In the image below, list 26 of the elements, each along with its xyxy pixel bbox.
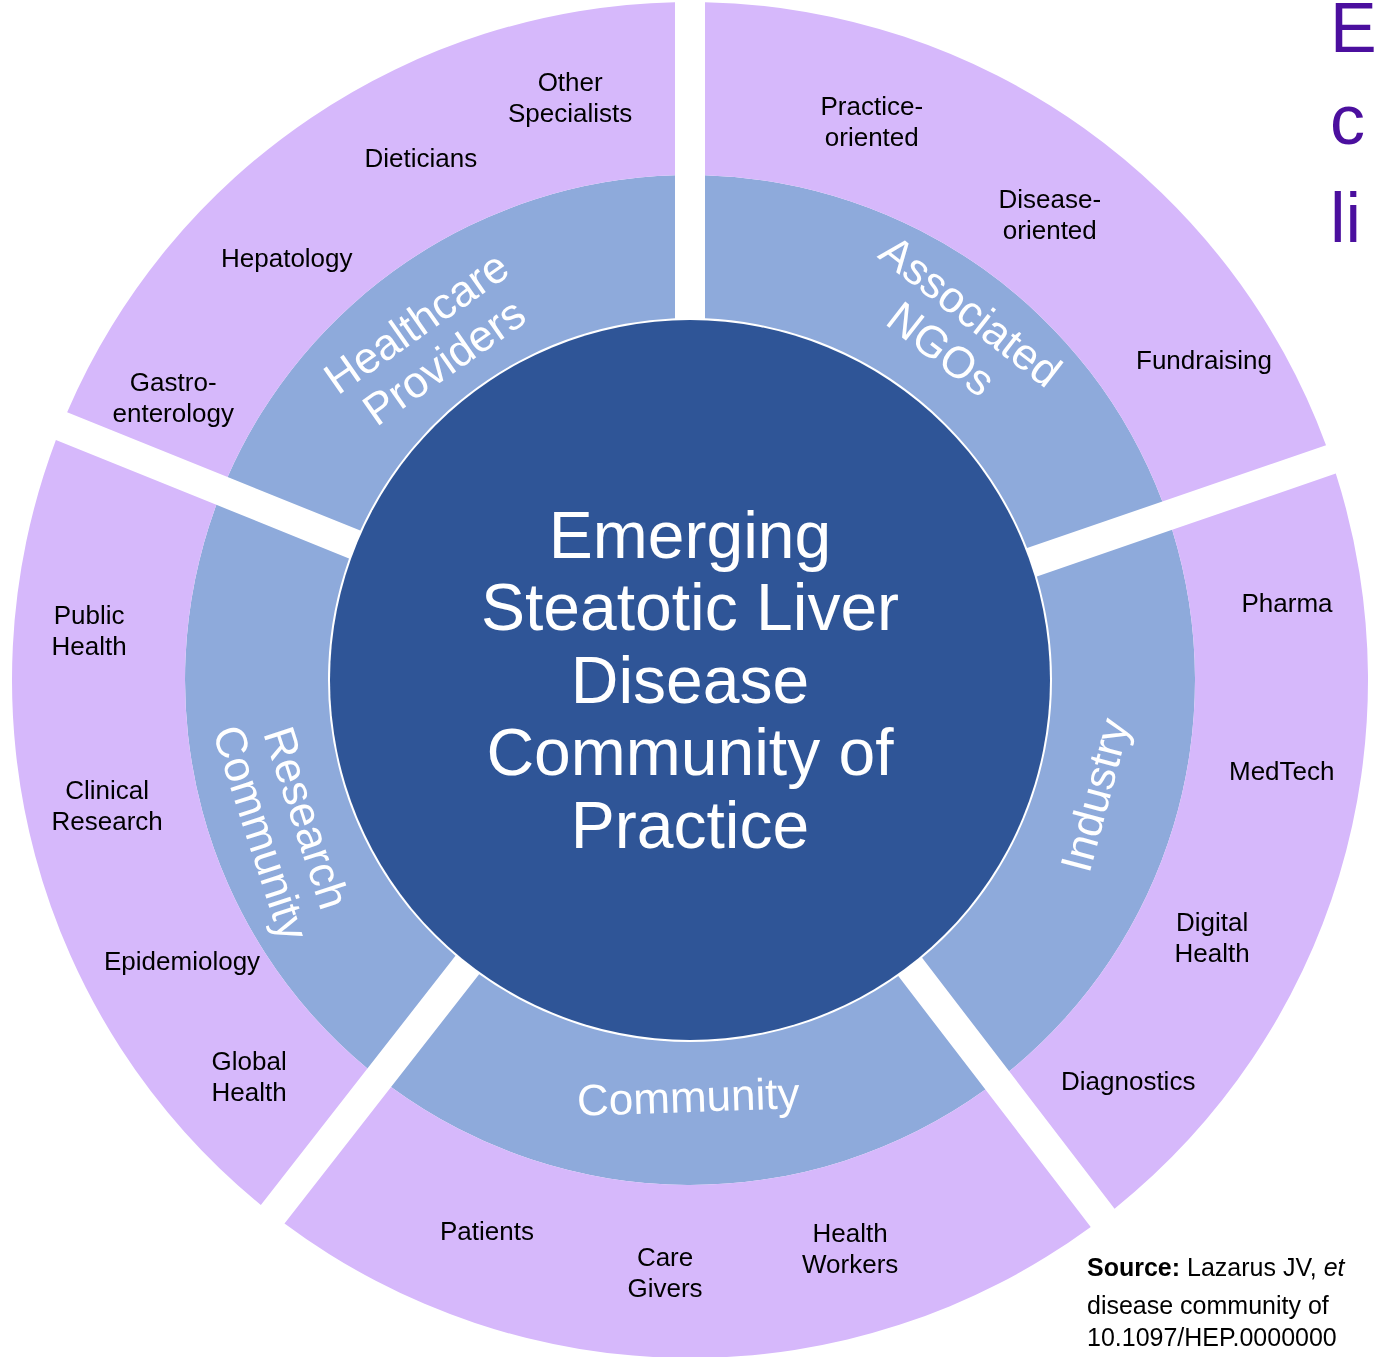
group-label: Community	[575, 1069, 800, 1126]
title-fragment: E	[1330, 0, 1376, 68]
member-label: Epidemiology	[104, 945, 261, 977]
member-label: Public Health	[51, 600, 127, 663]
member-label: Global Health	[211, 1046, 287, 1109]
source-note: Source: Lazarus JV, et	[1087, 1253, 1345, 1282]
source-note: disease community of	[1087, 1291, 1329, 1320]
member-label: Disease- oriented	[998, 184, 1102, 246]
member-label: Clinical Research	[51, 775, 163, 838]
member-label: Other Specialists	[508, 67, 633, 130]
member-label: Diagnostics	[1061, 1065, 1196, 1097]
member-label: Fundraising	[1136, 344, 1272, 376]
member-label: Care Givers	[627, 1242, 703, 1305]
member-label: Health Workers	[802, 1218, 899, 1281]
member-label: Digital Health	[1174, 907, 1250, 970]
title-fragment: li	[1330, 178, 1362, 258]
member-label: Patients	[440, 1215, 534, 1247]
member-label: MedTech	[1229, 755, 1335, 787]
member-label: Practice- oriented	[820, 91, 924, 154]
title-fragment: c	[1330, 80, 1365, 160]
member-label: Gastro- enterology	[112, 367, 234, 430]
center-title: Emerging Steatotic Liver Disease Community of Practice	[479, 498, 901, 862]
group-label: Industry	[1051, 713, 1139, 878]
member-label: Dieticians	[364, 142, 478, 174]
source-note: 10.1097/HEP.0000000	[1087, 1323, 1337, 1352]
member-label: Pharma	[1241, 587, 1333, 619]
